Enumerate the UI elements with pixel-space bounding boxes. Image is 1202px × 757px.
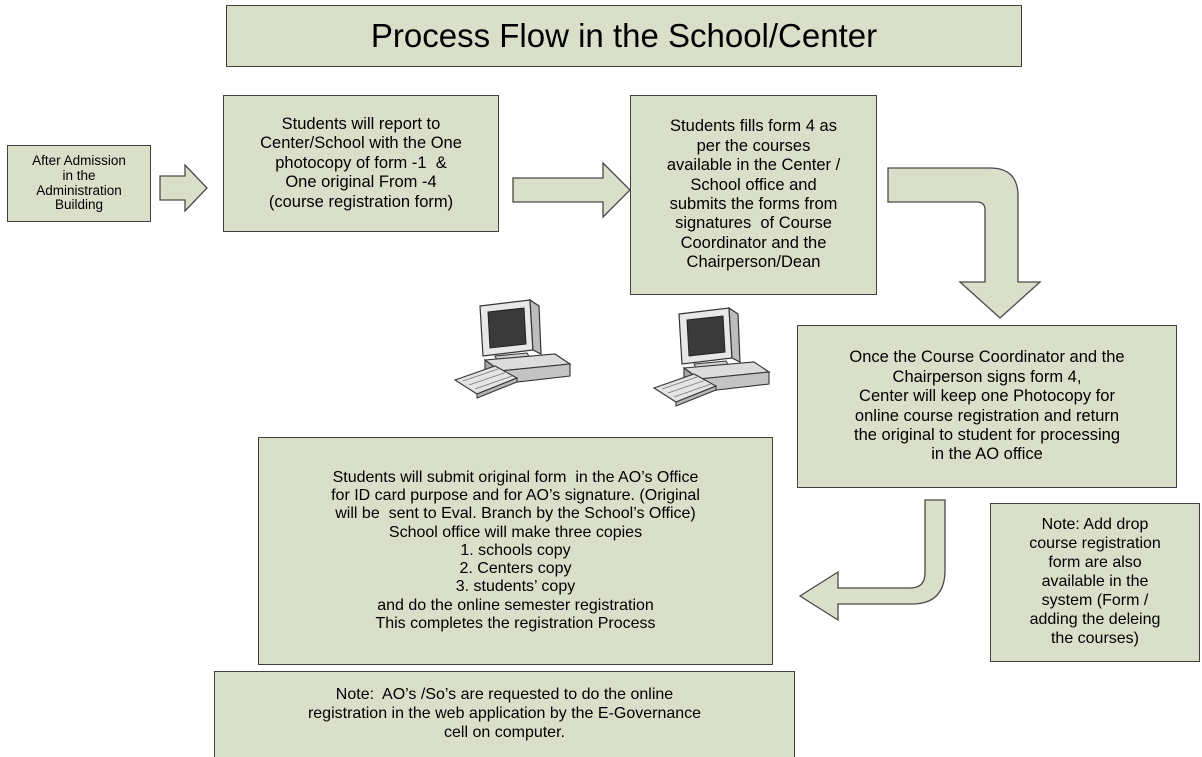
computer-icon [652, 306, 771, 407]
step-fill-form-line: signatures of Course [675, 214, 832, 233]
step-admission-line: Building [54, 197, 104, 213]
diagram-title: Process Flow in the School/Center [226, 5, 1022, 67]
step-fill-form-line: School office and [690, 175, 817, 194]
step-fill-form-box: Students fills form 4 as per the courses… [630, 95, 877, 295]
step-admission-line: After Admission [32, 152, 126, 168]
step-report-line: photocopy of form -1 & [275, 153, 447, 172]
step-submit-ao-line: 1. schools copy [460, 541, 571, 559]
diagram-title-text: Process Flow in the School/Center [370, 16, 878, 54]
step-fill-form-line: submits the forms from [669, 195, 838, 213]
note-drop-line: available in the [1041, 573, 1149, 591]
arrow-right-2 [512, 161, 631, 219]
step-sign-form-line: in the AO office [931, 445, 1043, 464]
step-admission-box: After Admission in the Administration Bu… [7, 145, 151, 222]
step-submit-ao-line: School office will make three copies [388, 523, 643, 541]
step-submit-ao-line: and do the online semester registration [377, 596, 654, 614]
note-ao-online-box: Note: AO’s /So’s are requested to do the… [214, 671, 795, 757]
step-submit-ao-line: 3. students’ copy [455, 578, 576, 596]
note-ao-line: registration in the web application by t… [307, 705, 702, 723]
note-ao-line: cell on computer. [444, 723, 565, 741]
step-admission-line: Administration [36, 182, 122, 198]
step-report-line: One original From -4 [285, 173, 437, 192]
step-fill-form-line: Coordinator and the [680, 233, 827, 252]
step-fill-form-line: per the courses [696, 136, 811, 155]
step-submit-ao-line: for ID card purpose and for AO’s signatu… [331, 487, 700, 505]
note-ao-line: Note: AO’s /So’s are requested to do the… [335, 686, 674, 704]
step-report-box: Students will report to Center/School wi… [223, 95, 499, 232]
note-drop-line: adding the deleing [1029, 610, 1161, 628]
step-sign-form-line: online course registration and return [854, 406, 1120, 425]
step-fill-form-line: Chairperson/Dean [686, 253, 821, 272]
step-sign-form-line: Chairperson signs form 4, [892, 367, 1082, 386]
step-fill-form-line: Students fills form 4 as [670, 117, 837, 136]
note-drop-line: form are also [1048, 554, 1142, 572]
note-drop-line: the courses) [1050, 629, 1140, 647]
step-sign-form-line: the original to student for processing [854, 425, 1120, 444]
note-drop-registration-box: Note: Add drop course registration form … [990, 503, 1200, 662]
computer-icon [453, 298, 572, 399]
note-drop-line: system (Form / [1041, 591, 1149, 609]
step-report-line: Center/School with the One [260, 134, 462, 153]
note-drop-line: course registration [1029, 535, 1161, 553]
step-submit-ao-line: will be sent to Eval. Branch by the Scho… [335, 505, 696, 523]
arrow-right-1 [159, 163, 208, 213]
step-submit-ao-line: 2. Centers copy [459, 560, 572, 578]
step-fill-form-line: available in the Center / [666, 156, 841, 175]
note-drop-line: Note: Add drop [1041, 516, 1149, 534]
arrow-bent-left-1 [798, 499, 946, 622]
step-admission-line: in the [62, 167, 96, 183]
step-submit-ao-box: Students will submit original form in th… [258, 437, 773, 665]
step-sign-form-box: Once the Course Coordinator and the Chai… [797, 325, 1177, 488]
step-sign-form-line: Center will keep one Photocopy for [859, 387, 1115, 406]
step-report-line: (course registration form) [268, 192, 454, 211]
step-sign-form-line: Once the Course Coordinator and the [849, 348, 1125, 367]
step-report-line: Students will report to [281, 114, 441, 133]
arrow-bent-down-1 [887, 167, 1042, 319]
step-submit-ao-line: This completes the registration Process [375, 614, 656, 632]
step-submit-ao-line: Students will submit original form in th… [332, 468, 699, 486]
